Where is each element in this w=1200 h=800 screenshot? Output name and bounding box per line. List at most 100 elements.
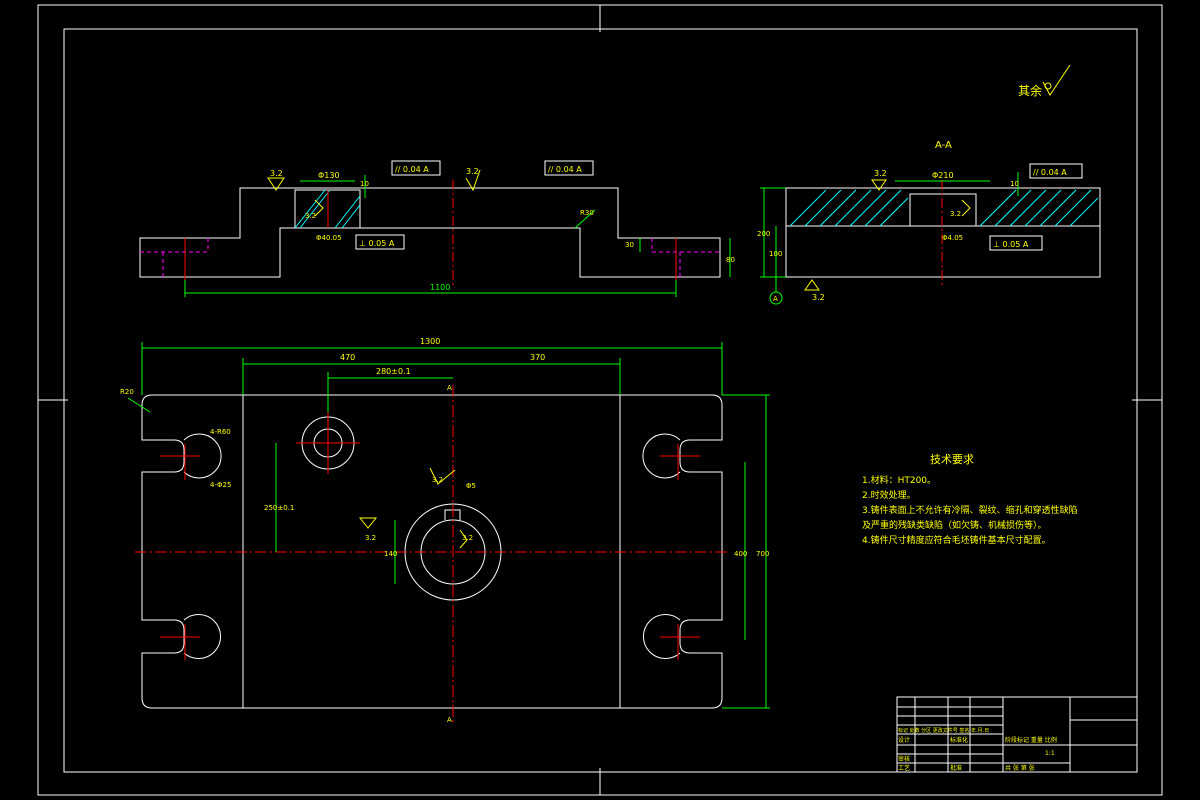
- tb-approve: 批准: [950, 764, 962, 772]
- datum-a-marker: A: [769, 277, 783, 305]
- roughness-icon: [429, 467, 456, 485]
- plan-slots: [183, 433, 681, 659]
- plan-dim-center: 280±0.1: [376, 367, 411, 376]
- front-hole-note: Φ40.05: [316, 234, 342, 242]
- hatch-line: [334, 195, 361, 229]
- plan-corner: R20: [120, 388, 134, 396]
- requirements-item: 及严重的残缺类缺陷（如欠铸、机械损伤等）。: [862, 519, 1047, 531]
- hatch-line: [1054, 189, 1092, 227]
- hatch-line: [979, 189, 1017, 227]
- corner-leader: [127, 397, 151, 413]
- tb-design: 设计: [898, 736, 910, 744]
- hatch-line: [834, 189, 872, 227]
- plan-roughness-3: 3.2: [462, 534, 473, 542]
- slot-arc: [183, 433, 222, 479]
- front-outline: [139, 187, 721, 278]
- roughness-other: 其余: [1018, 64, 1071, 98]
- plan-roughness-2: 3.2: [365, 534, 376, 542]
- tb-standard: 标准化: [950, 736, 968, 744]
- tol-frame: [391, 160, 441, 176]
- technical-requirements: 技术要求 1.材料：HT200。 2.时效处理。 3.铸件表面上不允许有冷隔、裂…: [862, 453, 1078, 546]
- requirements-item: 1.材料：HT200。: [862, 474, 936, 486]
- front-roughness-marks: [267, 169, 481, 217]
- datum-circle-icon: [769, 291, 783, 305]
- title-block: [896, 696, 1138, 773]
- section-roughness-2: 3.2: [950, 210, 961, 218]
- plan-height-700: 700: [756, 550, 769, 558]
- tol-text: ⊥ 0.05 A: [359, 239, 395, 248]
- tb-row1: 标记 处数 分区 更改文件号 签名 年.月.日: [898, 727, 989, 734]
- tb-process: 工艺: [898, 764, 910, 772]
- datum-label: A: [773, 295, 778, 303]
- front-bore-section: [294, 189, 361, 229]
- tol-text: // 0.04 A: [395, 165, 429, 174]
- roughness-icon: [871, 179, 887, 191]
- section-tolerance-frames: // 0.04 A ⊥ 0.05 A: [989, 163, 1083, 251]
- plan-section-mark-bottom: A: [447, 716, 452, 724]
- section-roughness-marks: [804, 179, 971, 291]
- hatch-line: [341, 204, 361, 229]
- slot-arc: [642, 614, 681, 659]
- front-depth-10: 10: [360, 180, 369, 188]
- front-centerlines: [184, 180, 677, 285]
- section-hatching: [789, 189, 1099, 227]
- tol-frame: [1029, 163, 1083, 179]
- roughness-icon: [961, 199, 971, 217]
- plan-dim-370: 370: [530, 353, 545, 362]
- plan-dimensions: [127, 342, 770, 709]
- section-height-200: 200: [757, 230, 770, 238]
- roughness-icon: [804, 279, 820, 291]
- plan-roughness-marks: [358, 467, 468, 549]
- roughness-icon: [314, 199, 324, 217]
- front-view: 1100 Φ130 10 R30 30 80 Φ40.05 3.2 3.2 3.…: [139, 160, 735, 297]
- section-roughness-1: 3.2: [874, 169, 887, 178]
- sheet-frame: [37, 4, 1163, 796]
- tb-sheet: 共 张 第 张: [1005, 764, 1035, 772]
- plan-height-400: 400: [734, 550, 747, 558]
- hatch-line: [1024, 189, 1062, 227]
- plan-outline: [141, 394, 723, 709]
- section-outline: [785, 187, 1101, 278]
- hatch-line: [819, 189, 857, 227]
- front-length-label: 1100: [430, 283, 450, 292]
- plan-section-mark-top: A: [447, 384, 452, 392]
- plan-overall-width: 1300: [420, 337, 440, 346]
- requirements-title: 技术要求: [930, 453, 974, 466]
- front-dimensions: [184, 175, 731, 297]
- section-title: A-A: [935, 140, 952, 151]
- radius-leader: [574, 209, 596, 229]
- section-bore: [909, 193, 977, 227]
- roughness-icon: [465, 169, 481, 192]
- plan-dim-470: 470: [340, 353, 355, 362]
- tol-text: // 0.04 A: [1033, 168, 1067, 177]
- front-radius: R30: [580, 209, 594, 217]
- section-depth-10: 10: [1010, 180, 1019, 188]
- front-dim-30: 30: [625, 241, 634, 249]
- tb-review: 审核: [898, 755, 910, 763]
- tol-frame: [544, 160, 594, 176]
- plan-roughness-1: 3.2: [432, 476, 443, 484]
- plan-dim-vertical: 250±0.1: [264, 504, 294, 512]
- hatch-line: [804, 189, 842, 227]
- tol-frame: [989, 235, 1043, 251]
- hatch-line: [864, 189, 902, 227]
- section-hole-note: Φ4.05: [942, 234, 963, 242]
- tb-scale: 1:1: [1045, 750, 1055, 757]
- front-bore-dia: Φ130: [318, 171, 340, 180]
- plan-view: 1300 470 370 280±0.1 R20 4-R60 4-Φ25 250…: [120, 337, 770, 724]
- front-hidden-lines: [140, 238, 720, 277]
- hatch-line: [1069, 197, 1099, 227]
- section-roughness-3: 3.2: [812, 293, 825, 302]
- slot-arc: [642, 433, 681, 479]
- plan-centerlines: [135, 385, 730, 722]
- front-roughness-2: 3.2: [466, 167, 479, 176]
- front-dim-80: 80: [726, 256, 735, 264]
- roughness-icon: [459, 529, 468, 549]
- front-roughness-3: 3.2: [305, 212, 316, 220]
- tb-stage: 阶段标记 重量 比例: [1005, 736, 1057, 744]
- roughness-other-label: 其余: [1018, 83, 1042, 98]
- section-height-100: 100: [769, 250, 782, 258]
- slot-arc: [183, 614, 222, 659]
